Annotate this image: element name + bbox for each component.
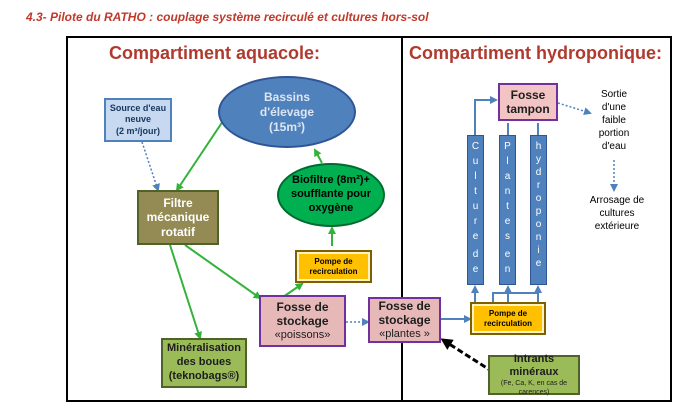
sortie-line1: Sortie [600, 89, 628, 100]
arrow-fosse-to-pompe [282, 282, 304, 298]
mineralisation-line2: des boues [176, 356, 232, 369]
pompe-aquacole-line1: Pompe de [314, 256, 353, 266]
source-line2: neuve [124, 114, 151, 125]
mineralisation-line3: (teknobags®) [168, 369, 240, 382]
arrow-biofiltre-to-bassins [314, 148, 323, 164]
fosse-poissons-line1: Fosse de [276, 300, 329, 315]
filtre-mecanique: Filtre mécanique rotatif [137, 190, 219, 245]
bassins-elevage: Bassins d'élevage (15m³) [218, 76, 356, 148]
pompe-recirculation-hydro: Pompe de recirculation [470, 302, 546, 335]
arrow-intrants-to-plantes [440, 338, 494, 374]
arrosage-line2: cultures [599, 208, 635, 219]
fosse-tampon: Fosse tampon [498, 83, 558, 121]
hydroponique-title: Compartiment hydroponique: [409, 43, 662, 63]
pompe-hydro-line1: Pompe de [488, 308, 528, 318]
arrosage-line1: Arrosage de [589, 195, 645, 206]
source-line3: (2 m³/jour) [115, 125, 160, 136]
fosse-stockage-poissons: Fosse de stockage «poissons» [259, 295, 346, 347]
fosse-poissons-line3: «poissons» [274, 328, 331, 341]
filtre-line3: rotatif [160, 224, 195, 239]
arrow-filtre-to-mineralisation [169, 244, 202, 340]
intrants-line3: carences) [518, 388, 550, 396]
source-eau-box: Source d'eau neuve (2 m³/jour) [104, 98, 172, 142]
biofiltre-line3: oxygène [308, 201, 354, 214]
fosse-plantes-line3: «plantes » [379, 327, 430, 340]
filtre-line1: Filtre [163, 195, 193, 210]
arrow-tampon-to-sortie [557, 102, 592, 116]
sortie-eau-text: Sortie d'une faible portion d'eau [585, 88, 643, 153]
hydro-column-1: C u l t u r e d e [467, 135, 484, 285]
arrosage-line3: extérieure [594, 221, 640, 232]
mineralisation-boues: Minéralisation des boues (teknobags®) [161, 338, 247, 388]
sortie-line2: d'une [601, 102, 627, 113]
intrants-line2: (Fe, Ca, K, en cas de [500, 380, 568, 387]
biofiltre: Biofiltre (8m²)+ soufflante pour oxygène [277, 163, 385, 227]
arrow-bassins-to-filtre [175, 117, 226, 192]
bassins-line2: d'élevage [259, 104, 315, 119]
arrow-columns-to-tampon [474, 96, 498, 135]
sortie-line5: d'eau [601, 141, 627, 152]
tampon-line1: Fosse [510, 87, 546, 102]
page-heading: 4.3- Pilote du RATHO : couplage système … [26, 10, 429, 24]
filtre-line2: mécanique [146, 210, 210, 225]
fosse-plantes-line1: Fosse de [378, 299, 431, 314]
tampon-line2: tampon [506, 102, 550, 116]
intrants-line1: Intrants minéraux [509, 352, 559, 379]
pompe-aquacole-line2: recirculation [309, 266, 358, 276]
biofiltre-line1: Biofiltre (8m²)+ [292, 174, 370, 187]
sortie-line3: faible [602, 115, 626, 126]
source-line1: Source d'eau [109, 103, 167, 114]
intrants-mineraux: Intrants minéraux (Fe, Ca, K, en cas de … [488, 352, 580, 396]
aquacole-title: Compartiment aquacole: [109, 43, 321, 63]
biofiltre-line2: soufflante pour [290, 188, 372, 201]
arrow-pompe-hydro-to-columns [492, 292, 539, 302]
pompe-recirculation-aquacole: Pompe de recirculation [295, 250, 372, 283]
sortie-line4: portion [598, 128, 630, 139]
hydro-column-2: P l a n t e s e n [499, 135, 516, 285]
fosse-poissons-line2: stockage [276, 314, 329, 329]
fosse-stockage-plantes: Fosse de stockage «plantes » [368, 297, 441, 343]
arrow-filtre-to-fosse [184, 244, 262, 300]
arrosage-text: Arrosage de cultures extérieure [582, 194, 652, 233]
mineralisation-line1: Minéralisation [167, 342, 241, 355]
bassins-line3: (15m³) [268, 119, 305, 134]
pompe-hydro-line2: recirculation [483, 318, 532, 328]
bassins-line1: Bassins [263, 89, 311, 104]
hydroponique-frame [401, 36, 672, 402]
arrow-source-to-filtre [141, 141, 160, 192]
hydro-column-3: h y d r o p o n i e [530, 135, 547, 285]
fosse-plantes-line2: stockage [378, 313, 431, 328]
